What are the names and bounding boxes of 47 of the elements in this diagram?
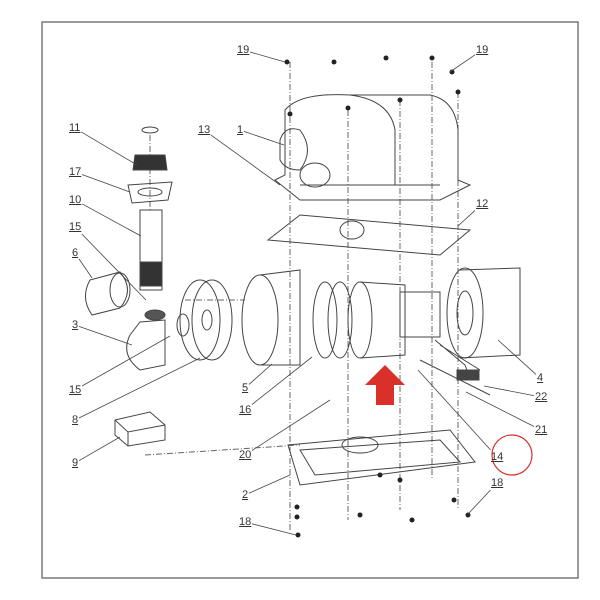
callout-number: 21	[535, 424, 548, 436]
callout-number: 1	[237, 124, 244, 136]
callout-number: 17	[69, 166, 82, 178]
callout-number: 12	[476, 198, 488, 210]
callout-number: 19	[237, 44, 250, 56]
callout-number: 11	[69, 122, 80, 134]
leader-line	[418, 370, 491, 450]
leader-line	[81, 234, 146, 300]
callout-number: 22	[535, 391, 548, 403]
leader-line	[248, 474, 290, 494]
callout-number: 13	[198, 124, 210, 136]
leader-line	[468, 490, 491, 514]
leader-line	[78, 358, 200, 418]
leader-line	[252, 523, 296, 536]
callout-number: 20	[239, 449, 252, 461]
leader-line	[458, 210, 476, 226]
callout-number: 8	[72, 414, 78, 426]
leader-line	[78, 436, 120, 462]
leader-line	[82, 336, 170, 386]
leader-line	[450, 54, 476, 72]
callout-number: 6	[72, 247, 78, 259]
leader-line	[252, 400, 330, 451]
callout-number: 2	[242, 489, 248, 501]
leader-line	[244, 131, 284, 146]
callout-number: 18	[491, 477, 504, 489]
callout-number: 4	[537, 372, 544, 384]
callout-number: 9	[72, 457, 78, 469]
leader-line	[250, 52, 286, 62]
callout-number: 5	[242, 382, 248, 394]
leader-line	[498, 340, 536, 375]
leader-line	[78, 326, 132, 346]
leader-line	[484, 386, 534, 396]
leader-line	[466, 392, 534, 427]
leader-line	[210, 134, 280, 186]
callout-number: 16	[239, 404, 252, 416]
callout-number: 10	[69, 194, 82, 206]
callout-number: 19	[476, 44, 488, 56]
leader-line	[82, 203, 142, 236]
callout-number: 15	[69, 384, 82, 396]
leader-line	[82, 174, 130, 192]
callout-number: 18	[239, 516, 252, 528]
leader-line	[78, 258, 92, 278]
callout-number: 15	[69, 221, 82, 233]
leader-line	[252, 356, 312, 405]
leader-line	[80, 131, 138, 166]
leader-line	[248, 364, 272, 385]
callout-number: 3	[72, 319, 78, 331]
